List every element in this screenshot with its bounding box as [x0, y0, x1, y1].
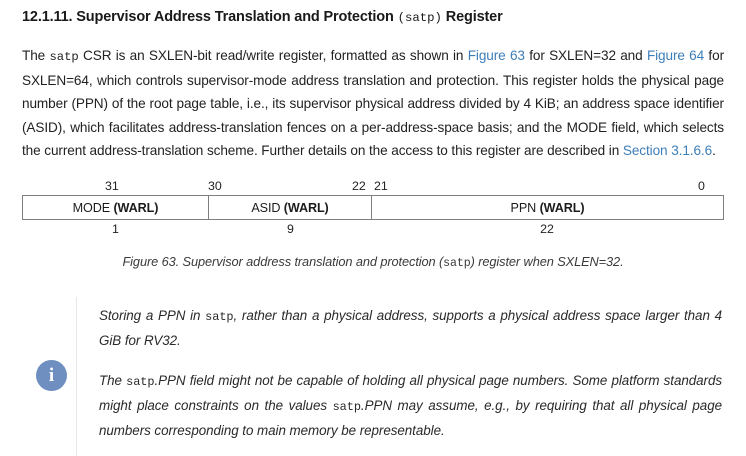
- para-text-3: for SXLEN=32 and: [524, 48, 647, 63]
- bit-label-30: 30: [208, 179, 222, 194]
- register-diagram: 31 30 22 21 0 MODE (WARL) ASID (WARL) PP…: [22, 178, 724, 244]
- link-figure-64[interactable]: Figure 64: [646, 48, 705, 63]
- bit-label-0: 0: [698, 179, 705, 194]
- caption-code-satp: satp: [443, 257, 471, 271]
- field-name-ppn: PPN: [510, 200, 537, 215]
- register-field-mode: MODE (WARL): [23, 196, 209, 220]
- admonition-paragraph-1: Storing a PPN in satp, rather than a phy…: [99, 304, 722, 353]
- field-attr-ppn: (WARL): [539, 200, 585, 215]
- note-admonition: i Storing a PPN in satp, rather than a p…: [0, 297, 746, 456]
- info-icon-glyph: i: [48, 364, 55, 386]
- link-section-3-1-6-6[interactable]: Section 3.1.6.6: [622, 142, 713, 158]
- para-text-2: CSR is an SXLEN-bit read/write register,…: [78, 48, 468, 63]
- page-title: 12.1.11. Supervisor Address Translation …: [22, 0, 724, 28]
- figure-caption: Figure 63. Supervisor address translatio…: [22, 254, 724, 270]
- register-field-ppn: PPN (WARL): [372, 196, 723, 219]
- admon2-code-satp-1: satp: [126, 375, 155, 389]
- admonition-icon-column: i: [0, 297, 76, 456]
- bit-label-31: 31: [105, 179, 119, 194]
- register-field-asid: ASID (WARL): [209, 196, 372, 220]
- link-figure-63[interactable]: Figure 63: [467, 48, 525, 63]
- field-attr-asid: (WARL): [283, 200, 329, 215]
- intro-paragraph: The satp CSR is an SXLEN-bit read/write …: [22, 28, 724, 162]
- heading-code-satp: (satp): [397, 11, 442, 25]
- heading-prefix: 12.1.11. Supervisor Address Translation …: [22, 9, 398, 25]
- para-text-4: for SXLEN=64, which controls supervisor-…: [22, 48, 724, 158]
- para-code-satp: satp: [49, 50, 79, 64]
- admon2-text-3: .PPN may assume, e.g., by requiring that…: [99, 398, 722, 438]
- field-name-mode: MODE: [72, 200, 111, 215]
- field-width-ppn: 22: [540, 222, 554, 237]
- field-name-asid: ASID: [251, 200, 281, 215]
- register-field-widths: 1 9 22: [22, 220, 724, 238]
- register-bit-labels-top: 31 30 22 21 0: [22, 178, 724, 195]
- para-text-5: .: [712, 142, 716, 158]
- admonition-paragraph-2: The satp.PPN field might not be capable …: [99, 369, 722, 443]
- admon1-code-satp: satp: [205, 310, 234, 324]
- admon2-text-2: .PPN field might not be capable of holdi…: [99, 373, 722, 413]
- field-width-mode: 1: [112, 222, 119, 237]
- heading-suffix: Register: [441, 9, 503, 25]
- admon1-text-1: Storing a PPN in: [99, 308, 206, 323]
- para-text-1: The: [22, 48, 50, 63]
- admonition-divider: [76, 297, 77, 456]
- caption-text-2: ) register when SXLEN=32.: [470, 254, 624, 270]
- caption-text-1: Figure 63. Supervisor address translatio…: [122, 254, 444, 270]
- admon2-code-satp-2: satp: [332, 400, 361, 414]
- bit-label-21: 21: [374, 179, 388, 194]
- field-attr-mode: (WARL): [113, 200, 159, 215]
- admon1-text-2: , rather than a physical address, suppor…: [99, 308, 722, 348]
- info-icon: i: [36, 360, 67, 391]
- bit-label-22: 22: [352, 179, 366, 194]
- admon2-text-1: The: [99, 373, 127, 388]
- admonition-body: Storing a PPN in satp, rather than a phy…: [77, 297, 746, 456]
- field-width-asid: 9: [287, 222, 294, 237]
- register-field-box: MODE (WARL) ASID (WARL) PPN (WARL): [22, 195, 724, 221]
